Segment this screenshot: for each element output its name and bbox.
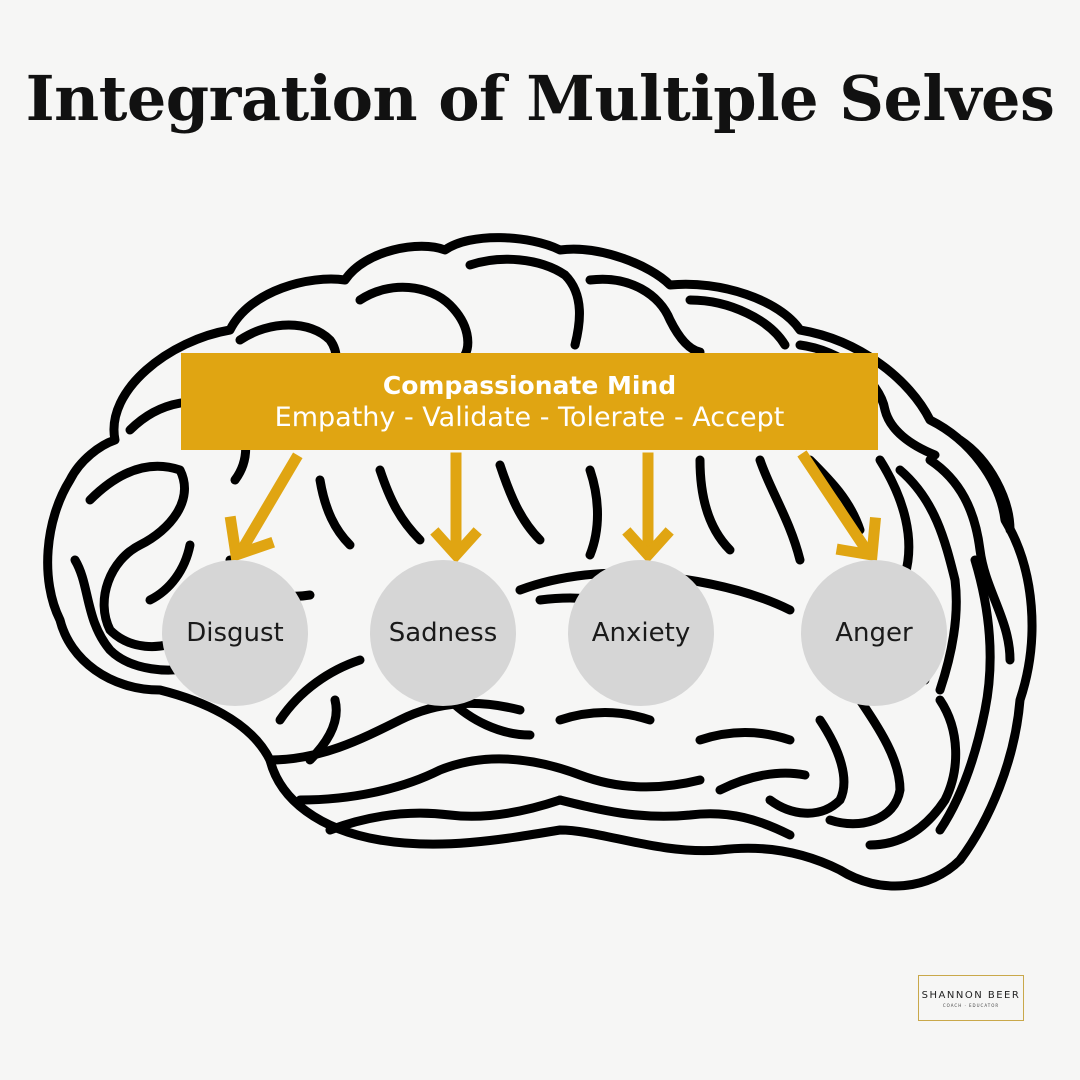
arrows xyxy=(224,450,881,564)
compassionate-mind-qualities: Empathy - Validate - Tolerate - Accept xyxy=(274,402,785,433)
brand-logo: SHANNON BEER COACH · EDUCATOR xyxy=(918,975,1024,1021)
arrow-to-disgust xyxy=(235,452,303,556)
arrowhead-disgust xyxy=(224,515,275,563)
arrowhead-anxiety xyxy=(622,527,674,564)
compassionate-mind-heading: Compassionate Mind xyxy=(382,371,677,400)
emotion-circle-disgust: Disgust xyxy=(162,560,308,706)
logo-name: SHANNON BEER xyxy=(921,990,1021,1001)
emotion-circle-anxiety: Anxiety xyxy=(568,560,714,706)
arrowhead-anger xyxy=(835,517,881,562)
page-title: Integration of Multiple Selves xyxy=(25,62,1055,135)
arrowhead-sadness xyxy=(430,527,482,564)
logo-tagline: COACH · EDUCATOR xyxy=(942,1003,1000,1008)
compassionate-mind-box: Compassionate Mind Empathy - Validate - … xyxy=(181,353,878,450)
arrow-to-anger xyxy=(797,450,873,556)
emotion-circle-sadness: Sadness xyxy=(370,560,516,706)
emotion-circle-anger: Anger xyxy=(801,560,947,706)
